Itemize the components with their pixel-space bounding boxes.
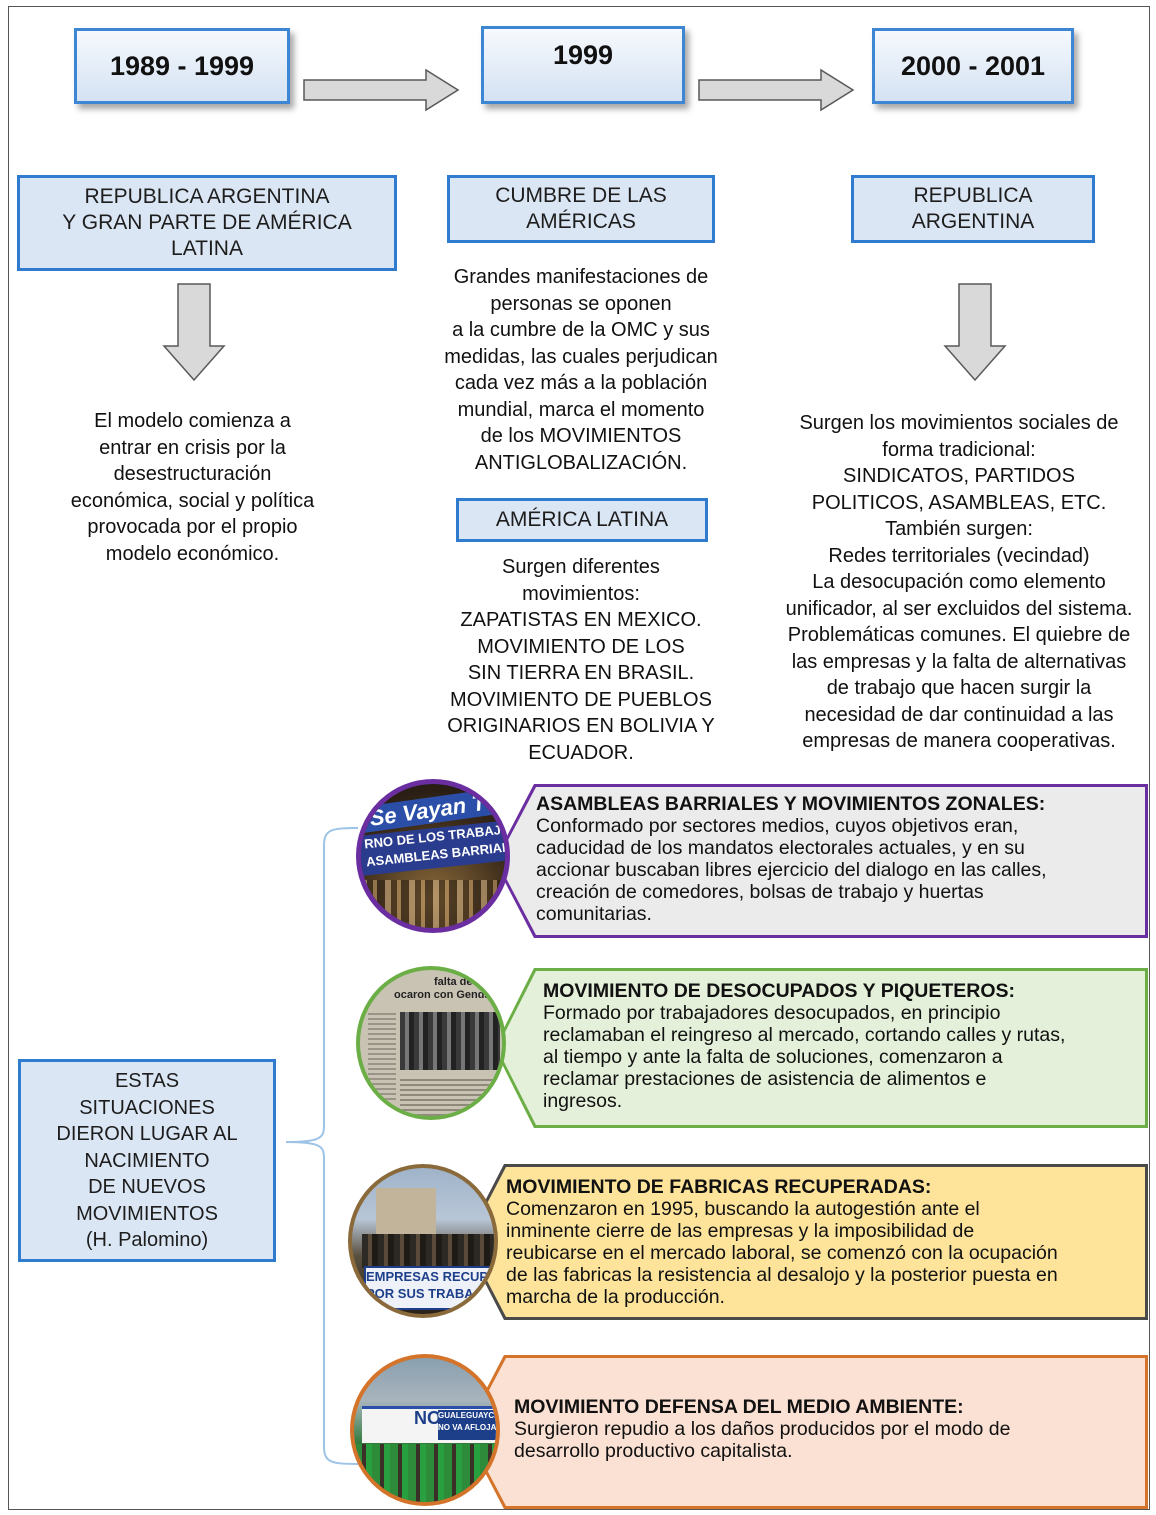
region-republica-argentina: REPUBLICA ARGENTINA [851, 175, 1095, 243]
region-argentina-america-latina: REPUBLICA ARGENTINA Y GRAN PARTE DE AMÉR… [17, 175, 397, 271]
photo-banner: EMPRESAS RECUPER POR SUS TRABAJAD [364, 1266, 494, 1310]
region-line: AMÉRICA LATINA [495, 508, 669, 531]
region-line: REPUBLICA ARGENTINA [84, 185, 330, 208]
period-label: 2000 - 2001 [900, 50, 1046, 81]
movement-medio-ambiente-text: MOVIMIENTO DEFENSA DEL MEDIO AMBIENTE: S… [514, 1396, 1134, 1462]
down-arrow-icon [943, 283, 1007, 382]
period-1989-1999: 1989 - 1999 [74, 28, 290, 104]
desocupados-photo: falta de ocaron con Gendarm [356, 966, 506, 1120]
region-line: Y GRAN PARTE DE AMÉRICA [62, 211, 352, 234]
region-cumbre-americas: CUMBRE DE LAS AMÉRICAS [447, 175, 715, 243]
region-line: ARGENTINA [911, 210, 1035, 233]
curly-bracket [285, 827, 359, 1465]
down-arrow-icon [162, 283, 226, 382]
region-line: CUMBRE DE LAS [495, 184, 667, 207]
movement-asambleas-text: ASAMBLEAS BARRIALES Y MOVIMIENTOS ZONALE… [536, 793, 1136, 925]
page-frame [8, 6, 1150, 1510]
period-label: 1999 [552, 39, 614, 70]
region-line: LATINA [171, 237, 243, 260]
photo-banner-text: NO [414, 1408, 441, 1428]
movement-title: MOVIMIENTO DE DESOCUPADOS Y PIQUETEROS: [543, 980, 1016, 1002]
movement-desocupados [494, 968, 1148, 1128]
medio-ambiente-photo: NO GUALEGUAYCHU NO VA AFLOJAR [350, 1354, 500, 1506]
movement-desocupados-text: MOVIMIENTO DE DESOCUPADOS Y PIQUETEROS: … [543, 980, 1143, 1112]
fabricas-photo: EMPRESAS RECUPER POR SUS TRABAJAD [348, 1164, 498, 1318]
movement-fabricas-text: MOVIMIENTO DE FABRICAS RECUPERADAS: Come… [506, 1176, 1146, 1308]
movement-fabricas [464, 1164, 1148, 1320]
photo-headline: falta de ocaron con Gendarm [394, 976, 505, 1001]
period-1999: 1999 [481, 26, 685, 104]
period-label: 1989 - 1999 [109, 50, 255, 81]
movement-title: ASAMBLEAS BARRIALES Y MOVIMIENTOS ZONALE… [536, 793, 1046, 815]
movement-asambleas [494, 784, 1148, 938]
movement-title: MOVIMIENTO DE FABRICAS RECUPERADAS: [506, 1176, 932, 1198]
photo-banner: GUALEGUAYCHU NO VA AFLOJAR [438, 1410, 496, 1440]
asambleas-photo: Se Vayan Tod RNO DE LOS TRABAJAD ASAMBLE… [356, 779, 510, 933]
movement-title: MOVIMIENTO DEFENSA DEL MEDIO AMBIENTE: [514, 1396, 964, 1418]
movement-medio-ambiente [464, 1355, 1148, 1509]
region-america-latina: AMÉRICA LATINA [456, 498, 708, 542]
region-line: REPUBLICA [913, 184, 1033, 207]
right-arrow-icon [698, 68, 855, 112]
region-line: AMÉRICAS [526, 210, 636, 233]
period-2000-2001: 2000 - 2001 [872, 28, 1074, 104]
right-arrow-icon [303, 68, 460, 112]
